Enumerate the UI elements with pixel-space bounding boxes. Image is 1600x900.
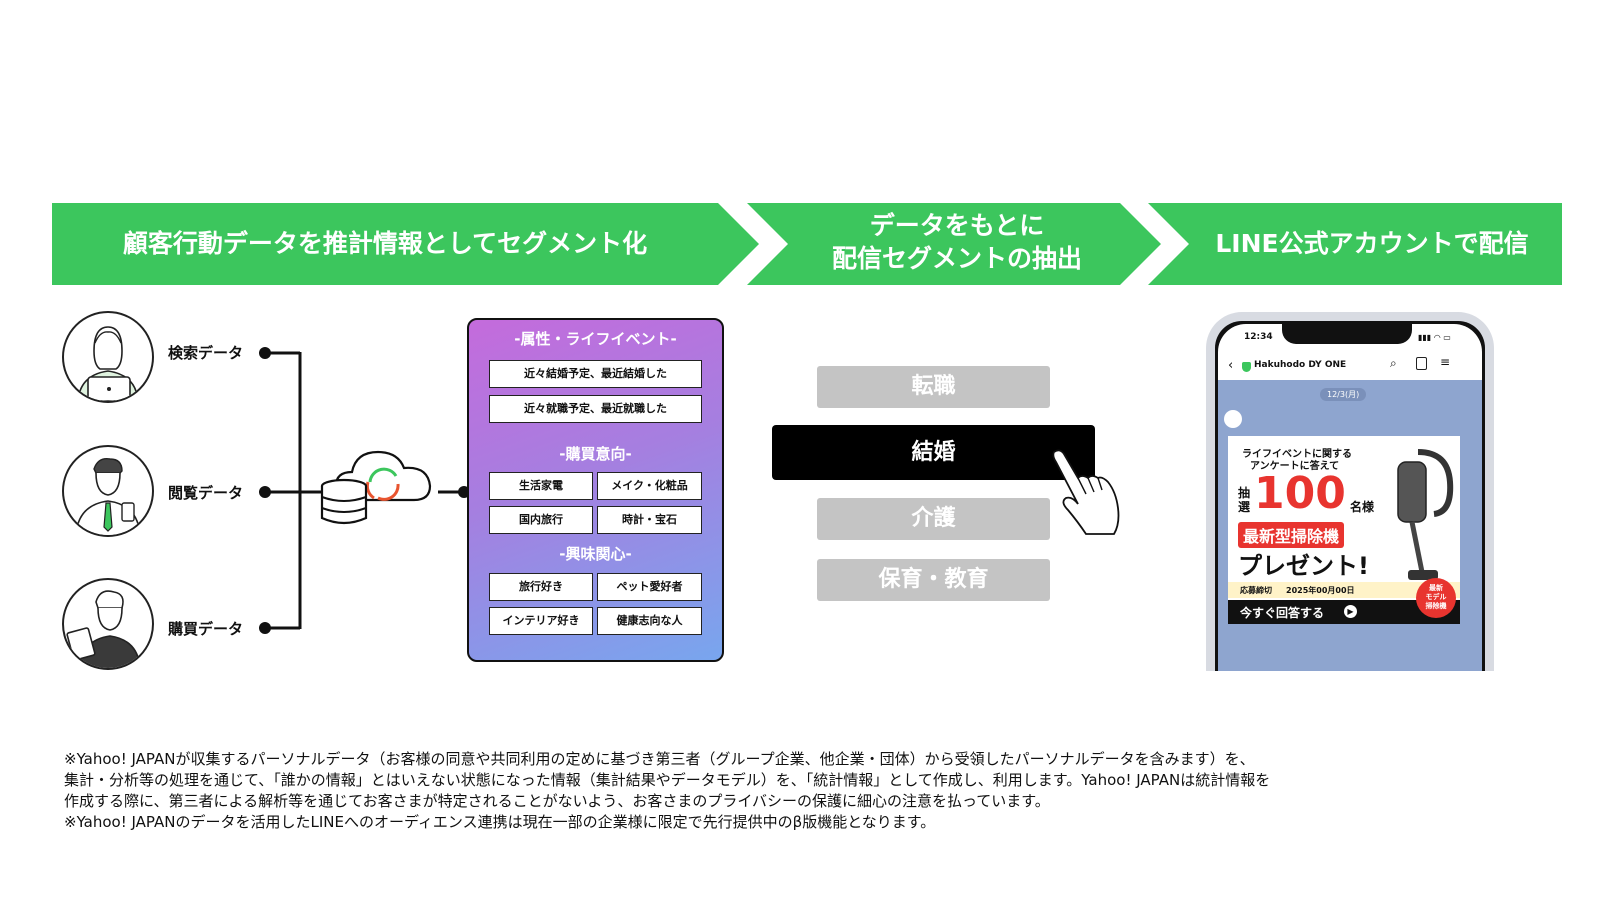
- status-time: 12:34: [1244, 332, 1273, 342]
- segment-chip: 旅行好き: [489, 573, 593, 601]
- status-icons: ▮▮▮ ◠ ▭: [1418, 333, 1451, 342]
- ad-deadline-bar: [1228, 582, 1460, 598]
- segment-chip: 生活家電: [489, 472, 593, 500]
- vacuum-cleaner-icon: [1378, 442, 1458, 592]
- ad-unit: 名様: [1350, 500, 1375, 514]
- badge-line: 最新: [1429, 584, 1443, 592]
- ad-card[interactable]: ライフイベントに関する アンケートに答えて 抽選 100 名様 最新型掃除機 プ…: [1228, 436, 1460, 624]
- section-lifeevent-title: -属性・ライフイベント-: [514, 330, 677, 348]
- source-label-search: 検索データ: [168, 344, 244, 362]
- segment-chip: 近々結婚予定、最近結婚した: [489, 360, 702, 388]
- connector-dot: [259, 622, 271, 634]
- source-label-purchase: 購買データ: [168, 620, 244, 638]
- segment-option-care[interactable]: 介護: [817, 498, 1050, 540]
- menu-icon[interactable]: ≡: [1440, 355, 1451, 369]
- process-banner: 顧客行動データを推計情報としてセグメント化 データをもとに 配信セグメントの抽出…: [52, 203, 1562, 285]
- segment-chip: メイク・化粧品: [597, 472, 702, 500]
- footnote-line: 作成する際に、第三者による解析等を通じてお客さまが特定されることがないよう、お客…: [64, 792, 1050, 810]
- segment-chip: 国内旅行: [489, 506, 593, 534]
- ad-lottery: 抽選: [1238, 486, 1251, 514]
- ad-headline-1: ライフイベントに関する: [1242, 449, 1352, 460]
- connector-dot: [259, 486, 271, 498]
- step2-title-line2: 配信セグメントの抽出: [831, 244, 1082, 273]
- phone-screen: 12:34 ▮▮▮ ◠ ▭ ‹ Hakuhodo DY ONE ⌕ ≡ 12/3…: [1218, 324, 1482, 671]
- person-phone-icon: [62, 445, 154, 537]
- step3-title: LINE公式アカウントで配信: [1215, 229, 1529, 258]
- account-name: Hakuhodo DY ONE: [1254, 360, 1347, 370]
- step2-title-line1: データをもとに: [869, 211, 1045, 240]
- segment-option-job-change[interactable]: 転職: [817, 366, 1050, 408]
- ad-headline-2: アンケートに答えて: [1250, 461, 1340, 472]
- back-chevron-icon[interactable]: ‹: [1228, 358, 1234, 373]
- footnote-line: ※Yahoo! JAPANが収集するパーソナルデータ（お客様の同意や共同利用の定…: [64, 750, 1255, 768]
- ad-deadline-label: 応募締切: [1240, 586, 1272, 595]
- segment-panel: -属性・ライフイベント- 近々結婚予定、最近結婚した 近々就職予定、最近就職した…: [467, 318, 724, 662]
- banner-arrows: [52, 203, 1562, 285]
- chat-area: 12/3(月) ライフイベントに関する アンケートに答えて 抽選 100 名様 …: [1218, 380, 1482, 671]
- segment-chip: 近々就職予定、最近就職した: [489, 395, 702, 423]
- ad-cta-label: 今すぐ回答する: [1240, 606, 1325, 620]
- segment-option-marriage[interactable]: 結婚: [772, 425, 1095, 480]
- segment-chip: インテリア好き: [489, 607, 593, 635]
- ad-present: プレゼント!: [1238, 552, 1369, 580]
- ad-count: 100: [1254, 468, 1346, 519]
- hand-pointer-icon: [1046, 448, 1126, 538]
- verified-shield-icon: [1242, 362, 1251, 372]
- source-label-browse: 閲覧データ: [168, 484, 244, 502]
- phone-mockup: 12:34 ▮▮▮ ◠ ▭ ‹ Hakuhodo DY ONE ⌕ ≡ 12/3…: [1206, 312, 1494, 671]
- play-icon: ▶: [1344, 605, 1357, 618]
- segment-chip: ペット愛好者: [597, 573, 702, 601]
- note-icon[interactable]: [1416, 357, 1427, 370]
- account-avatar: [1224, 410, 1242, 428]
- cloud-database-icon: [318, 438, 444, 530]
- ad-deadline: 2025年00月00日: [1286, 586, 1355, 595]
- footnote-line: 集計・分析等の処理を通じて、「誰かの情報」とはいえない状態になった情報（集計結果…: [64, 771, 1271, 789]
- segment-chip: 時計・宝石: [597, 506, 702, 534]
- segment-option-childcare-education[interactable]: 保育・教育: [817, 559, 1050, 601]
- section-purchase-title: -購買意向-: [559, 445, 632, 463]
- phone-notch: [1282, 324, 1412, 344]
- connector-dot: [259, 347, 271, 359]
- badge-line: 掃除機: [1425, 602, 1447, 610]
- chat-date-pill: 12/3(月): [1320, 388, 1367, 401]
- ad-new-model-badge: 最新 モデル 掃除機: [1416, 578, 1456, 618]
- segment-chip: 健康志向な人: [597, 607, 702, 635]
- section-interest-title: -興味関心-: [559, 545, 632, 563]
- step1-title: 顧客行動データを推計情報としてセグメント化: [122, 229, 648, 258]
- ad-product: 最新型掃除機: [1238, 522, 1345, 548]
- person-tablet-icon: [62, 578, 154, 670]
- search-icon[interactable]: ⌕: [1390, 356, 1397, 370]
- badge-line: モデル: [1425, 593, 1447, 601]
- footnote-line: ※Yahoo! JAPANのデータを活用したLINEへのオーディエンス連携は現在…: [64, 813, 936, 831]
- person-laptop-icon: [62, 311, 154, 403]
